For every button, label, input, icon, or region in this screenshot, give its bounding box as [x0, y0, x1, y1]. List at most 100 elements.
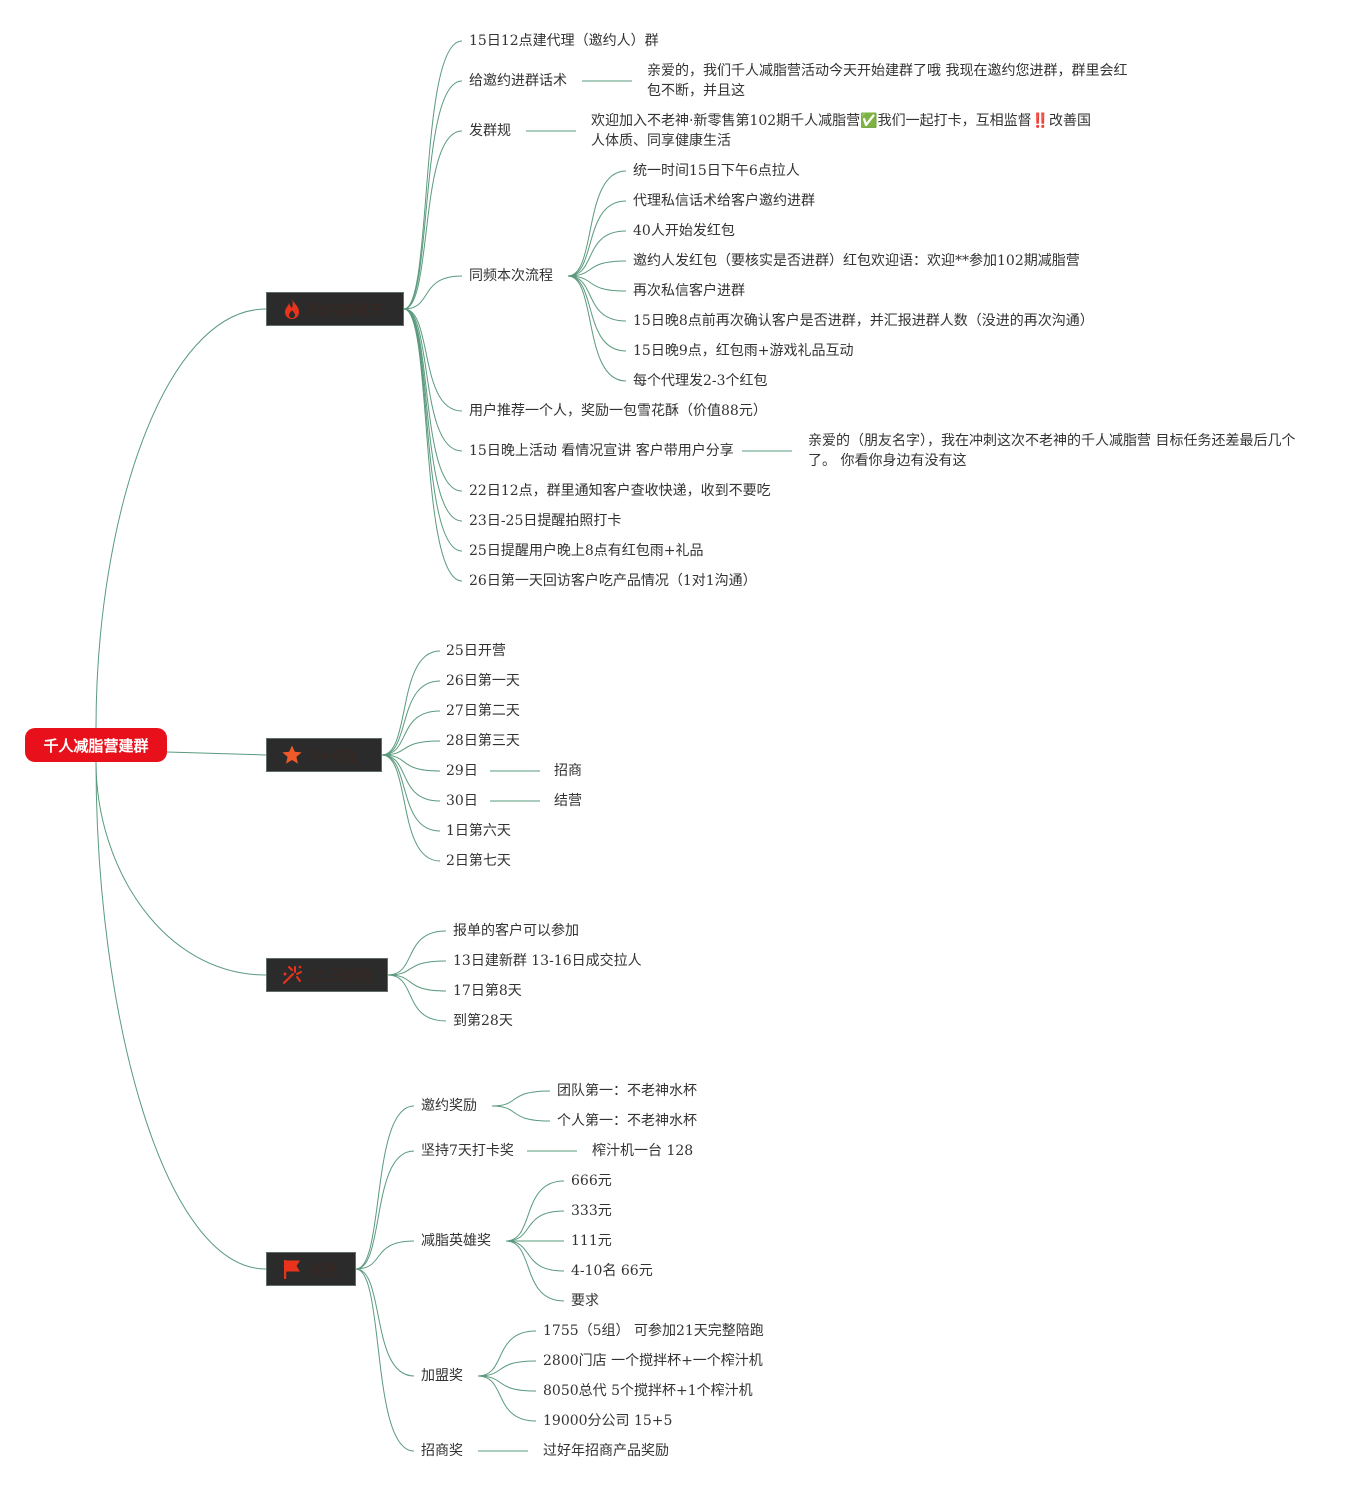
branch-item[interactable]: 加盟奖 — [421, 1368, 463, 1384]
section-node-21-day[interactable]: 21天陪跑 — [266, 958, 388, 992]
sub-item[interactable]: 111元 — [571, 1233, 612, 1249]
branch-item[interactable]: 2日第七天 — [446, 853, 511, 869]
section-label: 奖励 — [309, 1260, 340, 1279]
connector — [567, 275, 627, 322]
branch-item[interactable]: 坚持7天打卡奖 — [421, 1143, 514, 1159]
branch-item[interactable]: 25日开营 — [446, 643, 506, 659]
branch-item[interactable]: 23日-25日提醒拍照打卡 — [469, 513, 622, 529]
branch-item[interactable]: 招商奖 — [421, 1443, 463, 1459]
branch-item[interactable]: 1日第六天 — [446, 823, 511, 839]
sub-item[interactable]: 8050总代 5个搅拌杯+1个榨汁机 — [543, 1383, 753, 1399]
note-text: 欢迎加入不老神·新零售第102期千人减脂营✅我们一起打卡，互相监督‼️改善国人体… — [591, 113, 1092, 149]
sub-item[interactable]: 333元 — [571, 1203, 612, 1219]
branch-item[interactable]: 报单的客户可以参加 — [453, 923, 579, 939]
branch-item[interactable]: 25日提醒用户晚上8点有红包雨+礼品 — [469, 543, 704, 559]
connector — [491, 1090, 551, 1107]
connector — [477, 1375, 537, 1422]
note-text: 过好年招商产品奖励 — [543, 1443, 669, 1459]
root-node[interactable]: 千人减脂营建群 — [25, 728, 167, 762]
branch-item[interactable]: 29日 — [446, 763, 478, 779]
note-text: 榨汁机一台 128 — [592, 1143, 694, 1159]
connector — [381, 754, 441, 772]
connector — [381, 710, 441, 756]
connector — [403, 308, 463, 552]
branch-item[interactable]: 26日第一天 — [446, 673, 520, 689]
sub-item[interactable]: 40人开始发红包 — [633, 223, 735, 239]
connector — [355, 1268, 415, 1452]
branch-item[interactable]: 28日第三天 — [446, 733, 520, 749]
sub-item[interactable]: 邀约人发红包（要核实是否进群）红包欢迎语：欢迎**参加102期减脂营 — [633, 253, 1080, 269]
connector — [505, 1210, 565, 1242]
branch-item[interactable]: 15日12点建代理（邀约人）群 — [469, 33, 659, 49]
connector — [403, 275, 463, 310]
branch-item[interactable]: 15日晚上活动 看情况宣讲 客户带用户分享 — [469, 443, 734, 459]
branch-item[interactable]: 17日第8天 — [453, 983, 522, 999]
branch-item[interactable]: 22日12点，群里通知客户查收快递，收到不要吃 — [469, 483, 771, 499]
sub-item[interactable]: 1755（5组） 可参加21天完整陪跑 — [543, 1323, 764, 1339]
sub-item[interactable]: 2800门店 一个搅拌杯+一个榨汁机 — [543, 1353, 763, 1369]
connector — [567, 170, 627, 277]
connector — [403, 308, 463, 452]
note-text: 亲爱的，我们千人减脂营活动今天开始建群了哦 我现在邀约您进群，群里会红包不断，并… — [647, 63, 1128, 99]
sub-item[interactable]: 15日晚9点，红包雨+游戏礼品互动 — [633, 343, 854, 359]
sub-item[interactable]: 个人第一：不老神水杯 — [557, 1113, 697, 1129]
connector — [505, 1240, 565, 1272]
branch-item[interactable]: 27日第二天 — [446, 703, 520, 719]
branch-item[interactable]: 减脂英雄奖 — [421, 1233, 491, 1249]
branch-item[interactable]: 13日建新群 13-16日成交拉人 — [453, 953, 642, 969]
branch-item[interactable]: 发群规 — [469, 123, 511, 139]
branch-item[interactable]: 用户推荐一个人，奖励一包雪花酥（价值88元） — [469, 403, 767, 419]
branch-item[interactable]: 到第28天 — [453, 1013, 513, 1029]
branch-item[interactable]: 邀约奖励 — [421, 1098, 477, 1114]
sub-item[interactable]: 代理私信话术给客户邀约进群 — [633, 193, 815, 209]
connector — [403, 308, 463, 412]
connector — [387, 974, 447, 1022]
connector — [477, 1375, 537, 1392]
connector — [403, 130, 463, 310]
section-node-3-4-flow[interactable]: 3+4流 — [266, 738, 382, 772]
section-node-rewards[interactable]: 奖励 — [266, 1252, 356, 1286]
connector — [95, 761, 267, 1270]
sub-item[interactable]: 统一时间15日下午6点拉人 — [633, 163, 800, 179]
sub-item[interactable]: 每个代理发2-3个红包 — [633, 373, 768, 389]
connector — [505, 1180, 565, 1242]
sub-item[interactable]: 19000分公司 15+5 — [543, 1413, 673, 1429]
connector — [403, 40, 463, 310]
connector — [403, 80, 463, 310]
sub-item[interactable]: 4-10名 66元 — [571, 1263, 653, 1279]
connector — [387, 930, 447, 976]
section-label: 21天陪跑 — [309, 966, 374, 985]
sub-item[interactable]: 再次私信客户进群 — [633, 283, 745, 299]
connector — [166, 751, 267, 756]
root-label: 千人减脂营建群 — [43, 736, 149, 755]
connector — [381, 650, 441, 756]
sub-item[interactable]: 15日晚8点前再次确认客户是否进群，并汇报进群人数（没进的再次沟通） — [633, 313, 1094, 329]
branch-item[interactable]: 30日 — [446, 793, 478, 809]
note-text: 亲爱的（朋友名字），我在冲刺这次不老神的千人减脂营 目标任务还差最后几个了。 你… — [808, 433, 1296, 469]
section-node-group-details[interactable]: 群内容细节 — [266, 292, 404, 326]
connector — [355, 1240, 415, 1270]
sub-item[interactable]: 要求 — [571, 1293, 599, 1309]
branch-item[interactable]: 给邀约进群话术 — [469, 73, 567, 89]
fire-icon — [281, 298, 303, 320]
branch-item[interactable]: 26日第一天回访客户吃产品情况（1对1沟通） — [469, 573, 757, 589]
fireworks-icon — [281, 964, 303, 986]
star-icon — [281, 744, 303, 766]
connector — [355, 1150, 415, 1270]
connector — [95, 308, 267, 729]
connector — [95, 761, 267, 976]
connector — [567, 230, 627, 277]
connector — [567, 275, 627, 382]
sub-item[interactable]: 666元 — [571, 1173, 612, 1189]
branch-item[interactable]: 同频本次流程 — [469, 268, 553, 284]
connector — [567, 275, 627, 292]
connector — [403, 308, 463, 492]
sub-item[interactable]: 团队第一：不老神水杯 — [557, 1083, 697, 1099]
connector — [477, 1330, 537, 1377]
connector — [381, 754, 441, 832]
connector — [403, 308, 463, 582]
connector — [491, 1105, 551, 1122]
connector — [355, 1268, 415, 1377]
